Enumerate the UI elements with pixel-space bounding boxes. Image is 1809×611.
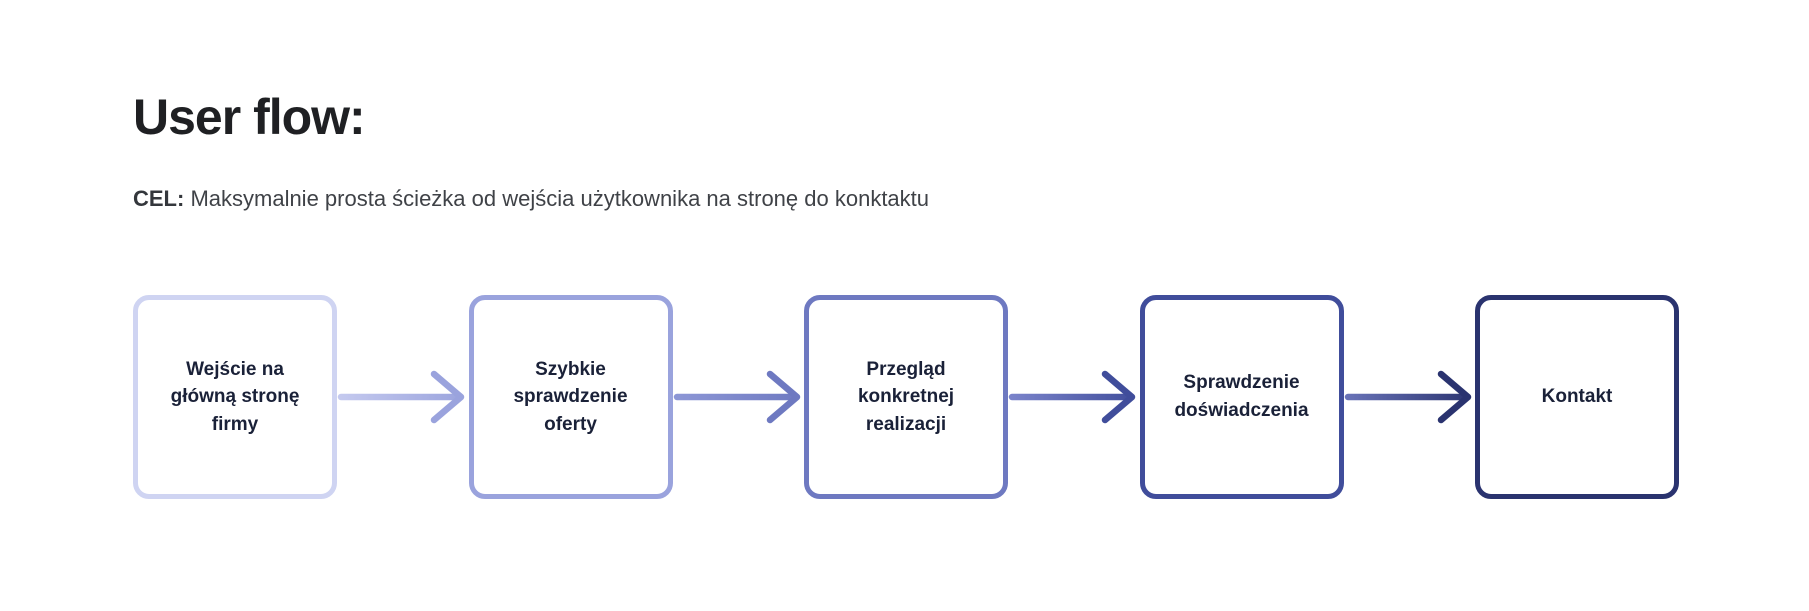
flow-step-label: Sprawdzenie doświadczenia — [1174, 372, 1309, 421]
flow-arrow-icon — [337, 295, 469, 499]
flow-step: Sprawdzenie doświadczenia — [1139, 295, 1344, 499]
user-flow-diagram: Wejście na główną stronę firmy Szybkie sp… — [133, 295, 1679, 499]
flow-step-label: Kontakt — [1541, 386, 1613, 408]
flow-step-label: Szybkie sprawdzenie oferty — [513, 358, 628, 435]
flow-step: Przegląd konkretnej realizacji — [804, 295, 1008, 499]
flow-step: Szybkie sprawdzenie oferty — [468, 295, 673, 499]
flow-arrow-icon — [1008, 295, 1140, 499]
flow-step: Wejście na główną stronę firmy — [133, 295, 337, 499]
flow-step-label: Wejście na główną stronę firmy — [170, 358, 300, 435]
flow-step-label: Przegląd konkretnej realizacji — [857, 358, 955, 435]
goal-text: Maksymalnie prosta ścieżka od wejścia uż… — [184, 186, 930, 211]
goal-subtitle: CEL: Maksymalnie prosta ścieżka od wejśc… — [133, 186, 929, 212]
flow-arrow-icon — [1344, 295, 1476, 499]
flow-arrow-icon — [673, 295, 805, 499]
goal-label: CEL: — [133, 186, 185, 211]
flow-step: Kontakt — [1475, 295, 1679, 499]
page-title: User flow: — [133, 89, 366, 145]
